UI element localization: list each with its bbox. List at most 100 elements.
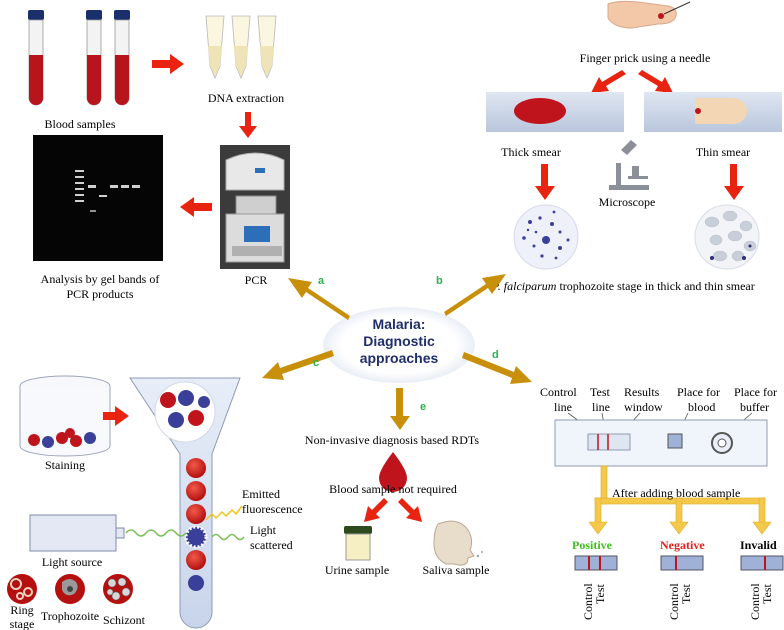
blood-place-label-1: Place for bbox=[677, 385, 720, 399]
letter-b: b bbox=[436, 275, 443, 287]
blood-place-label-2: blood bbox=[688, 400, 715, 414]
letter-e: e bbox=[420, 401, 426, 413]
eppendorf-tube-3 bbox=[257, 15, 277, 80]
eppendorf-tube-1 bbox=[205, 15, 225, 80]
positive-test-label: Test bbox=[593, 584, 607, 604]
control-line-label-1: Control bbox=[540, 385, 577, 399]
microscope-label: Microscope bbox=[599, 195, 656, 209]
test-line-label-2: line bbox=[592, 400, 610, 414]
results-window-label-2: window bbox=[624, 400, 663, 414]
schizont-label: Schizont bbox=[103, 613, 146, 627]
buffer-place-label-1: Place for bbox=[734, 385, 777, 399]
buffer-place-label-2: buffer bbox=[740, 400, 769, 414]
scattered-light-wave bbox=[211, 533, 245, 541]
center-ellipse bbox=[323, 307, 475, 383]
arrow-thin-to-view bbox=[724, 164, 744, 200]
blood-tubes bbox=[28, 10, 130, 106]
thin-smear-micrograph bbox=[694, 204, 760, 270]
fluorescence-wave bbox=[205, 505, 243, 521]
incident-light-wave bbox=[125, 529, 187, 537]
rdt-result-negative bbox=[660, 555, 704, 571]
flow-cell bbox=[129, 377, 241, 629]
arrow-a bbox=[288, 278, 350, 320]
species-name: P. falciparum bbox=[491, 279, 557, 293]
invalid-control-label: Control bbox=[748, 583, 762, 620]
scattered-label-line2: scattered bbox=[250, 538, 293, 552]
ring-label-line2: stage bbox=[10, 617, 35, 630]
trophozoite-cell bbox=[55, 574, 85, 604]
invalid-label: Invalid bbox=[740, 538, 777, 552]
staining-beaker bbox=[19, 375, 111, 457]
microscope-icon bbox=[609, 140, 649, 190]
thin-smear-label: Thin smear bbox=[696, 145, 750, 159]
arrow-pcr-to-gel bbox=[180, 197, 212, 217]
thick-smear-label: Thick smear bbox=[501, 145, 561, 159]
invalid-test-label: Test bbox=[760, 584, 774, 604]
arrow-tubes-to-dna bbox=[152, 54, 184, 74]
negative-control-label: Control bbox=[667, 583, 681, 620]
rdt-result-invalid bbox=[740, 555, 784, 571]
thin-smear-drop bbox=[695, 98, 747, 124]
rdt-branch-arrows bbox=[588, 465, 772, 535]
positive-control-label: Control bbox=[581, 583, 595, 620]
blood-tube-2 bbox=[86, 10, 102, 106]
urine-label: Urine sample bbox=[325, 563, 389, 577]
ring-stage-cell bbox=[7, 574, 37, 604]
emitted-label-line2: fluorescence bbox=[242, 502, 303, 516]
dna-extraction-label: DNA extraction bbox=[208, 91, 284, 105]
caption-rest: trophozoite stage in thick and thin smea… bbox=[556, 279, 754, 293]
pcr-screen bbox=[244, 226, 270, 242]
gel-caption-line2: PCR products bbox=[66, 287, 133, 301]
arrow-e bbox=[390, 388, 410, 430]
urine-container bbox=[344, 526, 372, 561]
noninvasive-title: Non-invasive diagnosis based RDTs bbox=[305, 433, 479, 447]
eppendorf-tube-2 bbox=[231, 15, 251, 80]
control-line-label-2: line bbox=[554, 400, 572, 414]
after-adding-label: After adding blood sample bbox=[612, 486, 740, 500]
center-title-line2: Diagnostic bbox=[363, 333, 435, 349]
hand-image bbox=[607, 0, 691, 29]
blood-well bbox=[667, 433, 683, 449]
blood-drop-icon bbox=[379, 452, 407, 492]
light-source-label: Light source bbox=[42, 555, 102, 569]
negative-label: Negative bbox=[660, 538, 705, 552]
ring-label-line1: Ring bbox=[10, 603, 33, 617]
gel-image bbox=[33, 135, 163, 261]
arrow-prick-to-thick bbox=[591, 70, 626, 93]
arrow-b bbox=[444, 274, 506, 316]
dna-tubes bbox=[205, 15, 277, 80]
blood-not-required-label: Blood sample not required bbox=[329, 482, 457, 496]
arrow-prick-to-thin bbox=[638, 70, 673, 93]
arrow-to-saliva bbox=[398, 498, 422, 522]
letter-a: a bbox=[318, 275, 325, 287]
center-title-line3: approaches bbox=[360, 350, 439, 366]
rdt-result-positive bbox=[574, 555, 618, 571]
blood-samples-label: Blood samples bbox=[45, 117, 116, 131]
light-source-box bbox=[29, 514, 117, 552]
rdt-cassette bbox=[554, 419, 768, 467]
thick-smear-drop bbox=[514, 98, 566, 124]
finger-prick-label: Finger prick using a needle bbox=[580, 51, 711, 65]
saliva-label: Saliva sample bbox=[423, 563, 490, 577]
pcr-label: PCR bbox=[245, 273, 268, 287]
letter-d: d bbox=[492, 349, 499, 361]
arrow-staining-to-funnel bbox=[103, 406, 129, 426]
branch-arrows bbox=[262, 274, 532, 430]
letter-c: c bbox=[313, 357, 319, 369]
pcr-machine-image bbox=[220, 145, 290, 269]
thick-smear-micrograph bbox=[513, 204, 579, 270]
test-line-label-1: Test bbox=[590, 385, 610, 399]
arrow-d bbox=[462, 352, 532, 384]
arrow-dna-to-pcr bbox=[239, 112, 257, 138]
face-profile-icon bbox=[433, 520, 483, 566]
staining-label: Staining bbox=[45, 458, 85, 472]
positive-label: Positive bbox=[572, 538, 613, 552]
negative-test-label: Test bbox=[679, 584, 693, 604]
arrow-to-urine bbox=[364, 498, 388, 522]
trophozoite-label: Trophozoite bbox=[41, 609, 99, 623]
falciparum-caption: P. falciparum trophozoite stage in thick… bbox=[491, 279, 755, 293]
arrow-c bbox=[262, 350, 334, 380]
center-title-line1: Malaria: bbox=[373, 316, 426, 332]
gel-caption-line1: Analysis by gel bands of bbox=[41, 272, 160, 286]
